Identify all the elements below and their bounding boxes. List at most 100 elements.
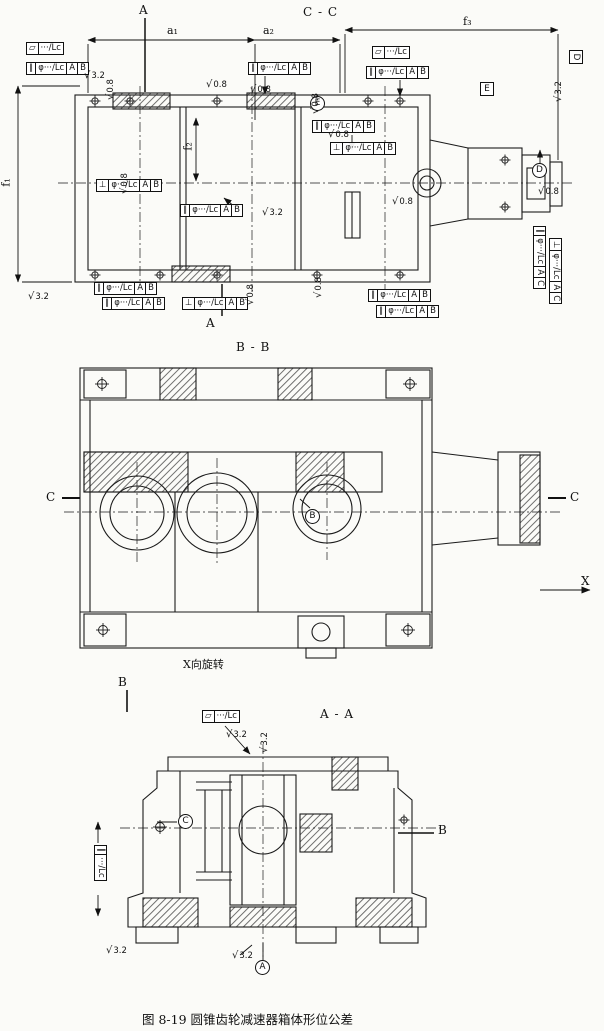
tolerance-frame-parallelism: ∥ φ···/Lc A B bbox=[26, 62, 89, 75]
x-arrow-label: X bbox=[581, 574, 591, 588]
gdt-datum: A bbox=[408, 290, 419, 301]
gdt-datum: A bbox=[550, 281, 561, 293]
roughness-mark: √3.2 bbox=[226, 729, 247, 740]
surface-check-icon: √ bbox=[309, 107, 321, 114]
datum-balloon-d: D bbox=[532, 163, 547, 178]
gdt-value: ···/Lc bbox=[37, 43, 63, 54]
surface-check-icon: √ bbox=[392, 196, 399, 207]
gdt-datum: A bbox=[373, 143, 384, 154]
roughness-mark: √3.2 bbox=[84, 70, 105, 81]
figure-caption: 图 8-19 圆锥齿轮减速器箱体形位公差 bbox=[142, 1012, 354, 1027]
gdt-symbol: ▱ bbox=[205, 711, 212, 721]
tolerance-frame-perpendicularity: ⊥ φ···/Lc A B bbox=[182, 297, 249, 310]
roughness-mark: √3.2 bbox=[232, 950, 253, 961]
tolerance-frame-parallelism: ∥ φ···/Lc A B bbox=[94, 282, 157, 295]
datum-balloon-e: E bbox=[310, 96, 325, 111]
cut-label-a-bottom: A bbox=[206, 316, 216, 330]
gdt-symbol: ▱ bbox=[375, 47, 382, 57]
tolerance-frame-perpendicularity: ⊥ φ···/Lc A B bbox=[96, 179, 163, 192]
surface-check-icon: √ bbox=[206, 79, 213, 90]
gdt-datum: B bbox=[77, 63, 88, 74]
gdt-symbol: ∥ bbox=[371, 290, 376, 300]
gdt-datum: A bbox=[66, 63, 77, 74]
x-rotated-note: X向旋转 bbox=[183, 658, 224, 671]
tolerance-frame-parallelism: ∥ φ···/Lc A C bbox=[533, 226, 546, 290]
gdt-datum: B bbox=[145, 283, 156, 294]
gdt-symbol: ∥ bbox=[369, 67, 374, 77]
surface-check-icon: √ bbox=[104, 93, 116, 100]
roughness-mark: √3.2 bbox=[262, 207, 283, 218]
surface-check-icon: √ bbox=[232, 950, 239, 961]
cut-label-b-right: B bbox=[438, 823, 448, 837]
section-label-aa: A - A bbox=[320, 707, 355, 721]
gdt-symbol: ∥ bbox=[97, 283, 102, 293]
gdt-value: φ···/Lc bbox=[385, 306, 416, 317]
section-label-cc: C - C bbox=[303, 5, 339, 19]
roughness-mark: √0.8 bbox=[309, 93, 321, 114]
gdt-symbol: ⊥ bbox=[551, 241, 561, 249]
view-aa-marks bbox=[94, 690, 434, 960]
gdt-symbol: ⊥ bbox=[99, 180, 107, 190]
gdt-datum: A bbox=[416, 306, 427, 317]
gdt-symbol: ⊥ bbox=[333, 143, 341, 153]
gdt-datum: A bbox=[142, 298, 153, 309]
gdt-value: φ···/Lc bbox=[103, 283, 134, 294]
roughness-mark: √0.8 bbox=[104, 79, 116, 100]
gdt-datum: A bbox=[220, 205, 231, 216]
gdt-datum: B bbox=[153, 298, 164, 309]
surface-check-icon: √ bbox=[250, 84, 257, 95]
gdt-value: φ···/Lc bbox=[342, 143, 373, 154]
roughness-mark: √0.8 bbox=[328, 129, 349, 140]
gdt-value: φ···/Lc bbox=[189, 205, 220, 216]
datum-balloon-b: B bbox=[305, 509, 320, 524]
view-bb-marks bbox=[62, 497, 591, 594]
roughness-mark: √0.8 bbox=[206, 79, 227, 90]
gdt-value: φ···/Lc bbox=[194, 298, 225, 309]
datum-balloon-a: A bbox=[255, 960, 270, 975]
surface-check-icon: √ bbox=[118, 187, 130, 194]
gdt-datum: B bbox=[427, 306, 438, 317]
gdt-value: φ···/Lc bbox=[534, 235, 545, 267]
gdt-datum: A bbox=[139, 180, 150, 191]
gdt-datum: C bbox=[550, 292, 561, 304]
gdt-datum: C bbox=[534, 277, 545, 289]
roughness-mark: √3.2 bbox=[106, 945, 127, 956]
gdt-value: φ···/Lc bbox=[35, 63, 66, 74]
gdt-value: ···/Lc bbox=[383, 47, 409, 58]
gdt-value: φ···/Lc bbox=[108, 180, 139, 191]
surface-check-icon: √ bbox=[552, 95, 564, 102]
gdt-datum: A bbox=[352, 121, 363, 132]
gdt-datum: B bbox=[231, 205, 242, 216]
cut-label-a-top: A bbox=[139, 3, 149, 17]
tolerance-frame-parallelism: ∥ φ···/Lc A B bbox=[180, 204, 243, 217]
gdt-value: φ···/Lc bbox=[375, 67, 406, 78]
surface-check-icon: √ bbox=[106, 945, 113, 956]
gdt-symbol: ∥ bbox=[251, 63, 256, 73]
gdt-datum: B bbox=[417, 67, 428, 78]
tolerance-frame-parallelism: ∥ φ···/Lc A B bbox=[102, 297, 165, 310]
roughness-mark: √0.8 bbox=[392, 196, 413, 207]
tolerance-frame-flatness: ▱ ···/Lc bbox=[372, 46, 410, 59]
surface-check-icon: √ bbox=[538, 186, 545, 197]
gdt-symbol: ∥ bbox=[379, 306, 384, 316]
gdt-symbol: ∥ bbox=[105, 298, 110, 308]
tolerance-frame-flatness: ▱ ···/Lc bbox=[202, 710, 240, 723]
roughness-mark: √0.8 bbox=[312, 277, 324, 298]
tolerance-frame-parallelism: ∥ φ···/Lc A B bbox=[376, 305, 439, 318]
tolerance-frame-parallelism: ∥ φ···/Lc A B bbox=[368, 289, 431, 302]
gdt-datum: B bbox=[384, 143, 395, 154]
gdt-value: φ···/Lc bbox=[257, 63, 288, 74]
gdt-symbol: ⊥ bbox=[185, 298, 193, 308]
surface-check-icon: √ bbox=[312, 291, 324, 298]
roughness-mark: √0.8 bbox=[118, 173, 130, 194]
gdt-value: φ···/Lc bbox=[111, 298, 142, 309]
gdt-datum: B bbox=[150, 180, 161, 191]
tolerance-frame-flatness: ▱ ···/Lc bbox=[26, 42, 64, 55]
dim-label-f1: f₁ bbox=[0, 178, 13, 187]
dim-label-f2: f₂ bbox=[181, 142, 195, 151]
surface-check-icon: √ bbox=[244, 298, 256, 305]
tolerance-frame-parallelism: ∥ ···/Lc bbox=[94, 845, 107, 881]
dim-label-a1: a₁ bbox=[167, 24, 178, 37]
